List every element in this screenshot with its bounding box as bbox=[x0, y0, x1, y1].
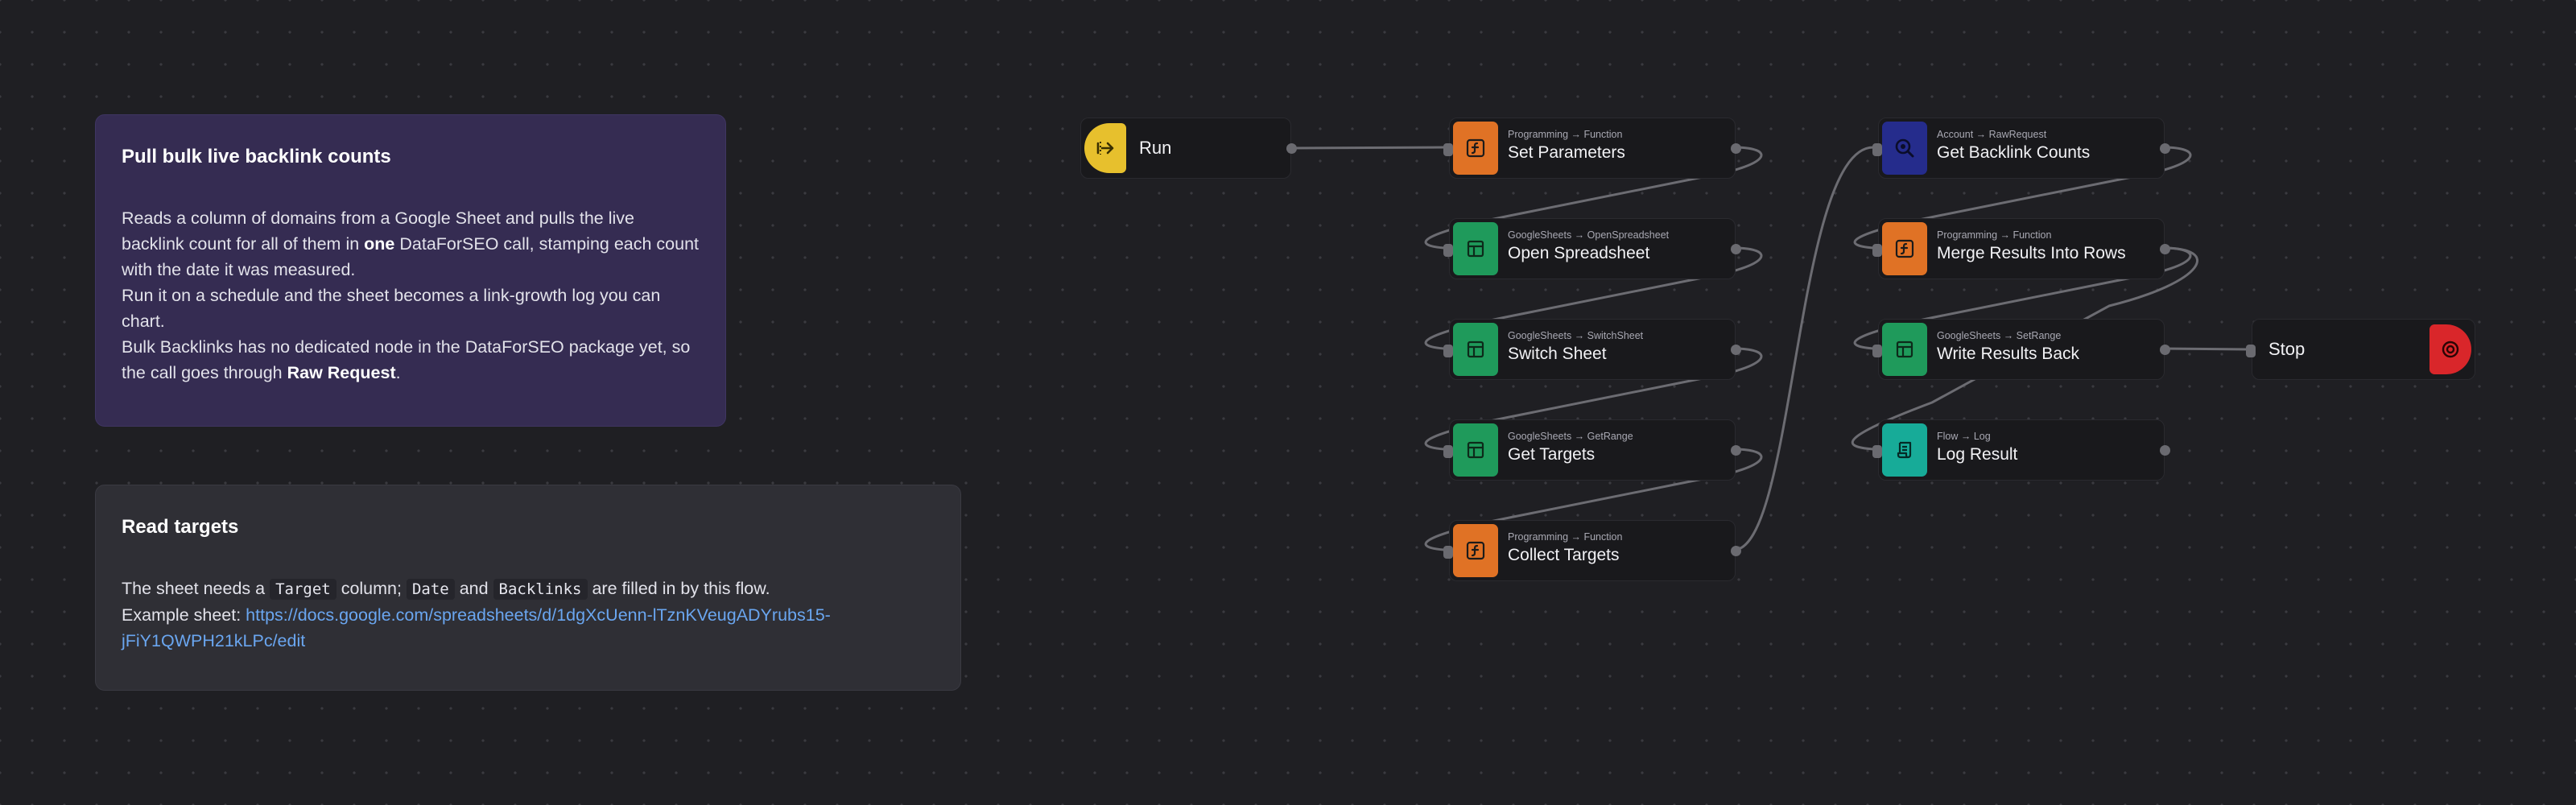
output-port[interactable] bbox=[2160, 143, 2170, 154]
code-date: Date bbox=[406, 579, 455, 600]
input-port[interactable] bbox=[1443, 244, 1453, 257]
node-title: Run bbox=[1139, 138, 1172, 158]
function-icon bbox=[1882, 222, 1927, 275]
input-port[interactable] bbox=[1872, 345, 1882, 357]
node-subtitle: Programming → Function bbox=[1508, 531, 1623, 543]
note-paragraph: Run it on a schedule and the sheet becom… bbox=[122, 286, 661, 331]
node-collect-targets[interactable]: Programming → Function Collect Targets bbox=[1443, 520, 1741, 581]
node-merge-results[interactable]: Programming → Function Merge Results Int… bbox=[1872, 218, 2170, 279]
node-get-backlink-counts[interactable]: Account → RawRequest Get Backlink Counts bbox=[1872, 118, 2170, 179]
note-paragraph: Bulk Backlinks has no dedicated node in … bbox=[122, 337, 691, 382]
node-get-targets[interactable]: GoogleSheets → GetRange Get Targets bbox=[1443, 419, 1741, 481]
output-port[interactable] bbox=[2160, 345, 2170, 355]
node-title: Log Result bbox=[1937, 445, 2018, 464]
note-paragraph: Example sheet: https://docs.google.com/s… bbox=[122, 605, 831, 650]
node-title: Stop bbox=[2268, 339, 2306, 359]
play-arrow-icon bbox=[1084, 123, 1126, 173]
node-run[interactable]: Run bbox=[1080, 118, 1297, 179]
node-open-spreadsheet[interactable]: GoogleSheets → OpenSpreadsheet Open Spre… bbox=[1443, 218, 1741, 279]
output-port[interactable] bbox=[1731, 143, 1741, 154]
input-port[interactable] bbox=[1443, 445, 1453, 458]
node-write-results-back[interactable]: GoogleSheets → SetRange Write Results Ba… bbox=[1872, 319, 2170, 380]
node-subtitle: Account → RawRequest bbox=[1937, 129, 2047, 140]
function-icon bbox=[1453, 122, 1498, 175]
node-subtitle: Flow → Log bbox=[1937, 431, 1991, 442]
input-port[interactable] bbox=[2246, 345, 2256, 357]
code-target: Target bbox=[270, 579, 336, 600]
sheet-icon bbox=[1453, 222, 1498, 275]
sheet-icon bbox=[1882, 323, 1927, 376]
sheet-icon bbox=[1453, 323, 1498, 376]
input-port[interactable] bbox=[1872, 143, 1882, 156]
note-intro: Pull bulk live backlink counts Reads a c… bbox=[95, 114, 726, 427]
output-port[interactable] bbox=[2160, 445, 2170, 456]
output-port[interactable] bbox=[2160, 244, 2170, 254]
node-subtitle: GoogleSheets → SetRange bbox=[1937, 330, 2062, 341]
node-subtitle: GoogleSheets → GetRange bbox=[1508, 431, 1633, 442]
node-subtitle: GoogleSheets → OpenSpreadsheet bbox=[1508, 229, 1670, 241]
node-title: Open Spreadsheet bbox=[1508, 244, 1650, 262]
node-switch-sheet[interactable]: GoogleSheets → SwitchSheet Switch Sheet bbox=[1443, 319, 1741, 380]
note-read-targets: Read targets The sheet needs a Target co… bbox=[95, 485, 961, 691]
note-title: Pull bulk live backlink counts bbox=[122, 146, 391, 167]
sheet-icon bbox=[1453, 423, 1498, 477]
input-port[interactable] bbox=[1443, 546, 1453, 559]
edge bbox=[1732, 146, 1875, 551]
output-port[interactable] bbox=[1731, 546, 1741, 556]
code-backlinks: Backlinks bbox=[493, 579, 588, 600]
output-port[interactable] bbox=[1731, 345, 1741, 355]
node-subtitle: Programming → Function bbox=[1508, 129, 1623, 140]
node-title: Switch Sheet bbox=[1508, 345, 1607, 363]
node-stop[interactable]: Stop bbox=[2246, 319, 2475, 380]
note-paragraph: Reads a column of domains from a Google … bbox=[122, 208, 700, 279]
node-title: Get Backlink Counts bbox=[1937, 143, 2091, 162]
log-scroll-icon bbox=[1882, 423, 1927, 477]
function-icon bbox=[1453, 524, 1498, 577]
input-port[interactable] bbox=[1443, 345, 1453, 357]
node-title: Write Results Back bbox=[1937, 345, 2079, 363]
example-sheet-link[interactable]: https://docs.google.com/spreadsheets/d/1… bbox=[122, 605, 831, 650]
node-title: Get Targets bbox=[1508, 445, 1596, 464]
stop-icon bbox=[2429, 324, 2471, 374]
input-port[interactable] bbox=[1443, 143, 1453, 156]
node-title: Set Parameters bbox=[1508, 143, 1625, 162]
output-port[interactable] bbox=[1731, 244, 1741, 254]
node-title: Collect Targets bbox=[1508, 546, 1620, 564]
node-subtitle: GoogleSheets → SwitchSheet bbox=[1508, 330, 1644, 341]
input-port[interactable] bbox=[1872, 445, 1882, 458]
node-set-parameters[interactable]: Programming → Function Set Parameters bbox=[1443, 118, 1741, 179]
note-title: Read targets bbox=[122, 516, 239, 538]
output-port[interactable] bbox=[1731, 445, 1741, 456]
note-paragraph: The sheet needs a Target column; Date an… bbox=[122, 579, 770, 600]
node-log-result[interactable]: Flow → Log Log Result bbox=[1872, 419, 2170, 481]
output-port[interactable] bbox=[1286, 143, 1297, 154]
edge bbox=[1289, 146, 1446, 150]
input-port[interactable] bbox=[1872, 244, 1882, 257]
search-icon bbox=[1882, 122, 1927, 175]
node-title: Merge Results Into Rows bbox=[1937, 244, 2126, 262]
node-subtitle: Programming → Function bbox=[1937, 229, 2052, 241]
